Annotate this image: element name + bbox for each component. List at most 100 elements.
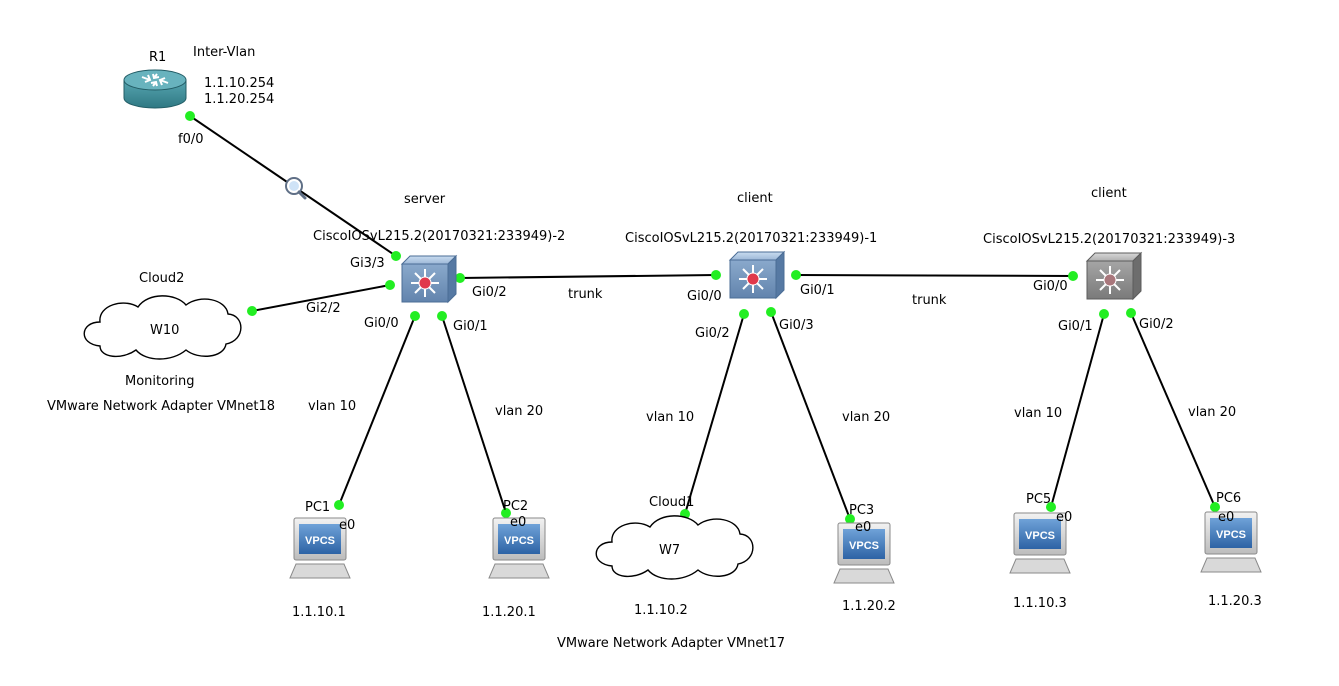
cloud1-adapter: VMware Network Adapter VMnet17	[557, 636, 785, 651]
router-r1[interactable]: R1	[123, 50, 187, 109]
vpcs-computer-icon: VPCS	[1009, 512, 1071, 574]
port-dot	[247, 306, 257, 316]
router-name: R1	[149, 50, 166, 65]
port-dot	[711, 270, 721, 280]
port-label: Gi0/1	[800, 283, 835, 298]
links	[189, 115, 1216, 520]
port-dot	[1099, 309, 1109, 319]
cloud2-name: Cloud2	[139, 271, 184, 286]
port-label: Gi0/0	[687, 289, 722, 304]
port-dot	[845, 514, 855, 524]
switch-client1-role: client	[737, 191, 773, 206]
link-server-pc2[interactable]	[441, 315, 507, 514]
switch-client1[interactable]	[728, 250, 786, 300]
pc6-ip: 1.1.20.3	[1208, 594, 1262, 609]
vlan-label: vlan 20	[842, 410, 890, 425]
pc1[interactable]: VPCS	[289, 517, 351, 579]
pc1-ip: 1.1.10.1	[292, 605, 346, 620]
cloud1[interactable]: W7	[595, 515, 754, 580]
vpcs-computer-icon: VPCS	[1200, 511, 1262, 573]
cloud-icon	[83, 295, 242, 360]
cloud1-ip: 1.1.10.2	[634, 603, 688, 618]
pc2-name: PC2	[503, 499, 528, 514]
port-dot	[410, 311, 420, 321]
port-dot	[1210, 502, 1220, 512]
port-dot	[1046, 502, 1056, 512]
port-label: Gi2/2	[306, 301, 341, 316]
port-dot	[1068, 271, 1078, 281]
link-cloud2-server[interactable]	[251, 284, 391, 312]
pc5-ip: 1.1.10.3	[1013, 596, 1067, 611]
pc5[interactable]: VPCS	[1009, 512, 1071, 574]
cloud1-name: Cloud1	[649, 495, 694, 510]
switch-client3[interactable]	[1085, 251, 1143, 301]
port-label: Gi0/2	[1139, 317, 1174, 332]
port-dot	[437, 311, 447, 321]
multilayer-switch-icon	[400, 254, 458, 304]
pc6[interactable]: VPCS	[1200, 511, 1262, 573]
vpcs-screen-text: VPCS	[1025, 530, 1055, 542]
pc1-name: PC1	[305, 500, 330, 515]
pc3-port: e0	[855, 520, 871, 535]
router-icon	[123, 69, 187, 109]
cloud2-adapter: VMware Network Adapter VMnet18	[47, 399, 275, 414]
cloud2-note: Monitoring	[125, 374, 195, 389]
port-dots	[185, 111, 1220, 524]
vlan-label: vlan 10	[1014, 406, 1062, 421]
vpcs-screen-text: VPCS	[504, 535, 534, 547]
pc2[interactable]: VPCS	[488, 517, 550, 579]
router-note: Inter-Vlan	[193, 45, 255, 60]
port-label: Gi0/1	[1058, 319, 1093, 334]
trunk-label: trunk	[912, 293, 947, 308]
port-dot	[455, 273, 465, 283]
vpcs-computer-icon: VPCS	[488, 517, 550, 579]
link-client3-pc5[interactable]	[1050, 313, 1105, 508]
port-label: Gi0/2	[695, 326, 730, 341]
router-ip-vlan20: 1.1.20.254	[204, 92, 274, 107]
pc1-port: e0	[339, 518, 355, 533]
switch-client3-role: client	[1091, 186, 1127, 201]
port-dot	[334, 500, 344, 510]
port-dot	[739, 309, 749, 319]
link-client1-client3[interactable]	[795, 274, 1074, 277]
port-dot	[1126, 308, 1136, 318]
pc6-name: PC6	[1216, 491, 1241, 506]
pc2-port: e0	[510, 515, 526, 530]
vpcs-screen-text: VPCS	[849, 540, 879, 552]
vpcs-computer-icon: VPCS	[833, 522, 895, 584]
port-dot	[185, 111, 195, 121]
switch-client1-name: CiscoIOSvL215.2(20170321:233949)-1	[625, 231, 877, 246]
vpcs-computer-icon: VPCS	[289, 517, 351, 579]
port-dot	[766, 307, 776, 317]
switch-server-name: CiscoIOSvL215.2(20170321:233949)-2	[313, 229, 565, 244]
port-dot	[391, 251, 401, 261]
link-client1-pc3[interactable]	[770, 311, 851, 520]
link-client3-pc6[interactable]	[1130, 312, 1216, 508]
switch-client3-name: CiscoIOSvL215.2(20170321:233949)-3	[983, 232, 1235, 247]
port-dot	[791, 270, 801, 280]
magnifier-icon[interactable]	[285, 177, 307, 200]
router-port-label: f0/0	[178, 132, 204, 147]
pc5-name: PC5	[1026, 492, 1051, 507]
switch-server[interactable]	[400, 254, 458, 304]
vlan-label: vlan 10	[308, 399, 356, 414]
link-server-client1[interactable]	[459, 274, 717, 279]
vlan-label: vlan 20	[495, 404, 543, 419]
cloud2[interactable]: W10	[83, 295, 242, 360]
port-dot	[501, 508, 511, 518]
pc5-port: e0	[1056, 510, 1072, 525]
switch-server-role: server	[404, 192, 446, 207]
port-dot	[385, 280, 395, 290]
pc3-ip: 1.1.20.2	[842, 599, 896, 614]
link-client1-cloud1[interactable]	[684, 313, 745, 515]
link-server-pc1[interactable]	[338, 315, 416, 506]
pc3[interactable]: VPCS	[833, 522, 895, 584]
vpcs-screen-text: VPCS	[305, 535, 335, 547]
multilayer-switch-icon	[1085, 251, 1143, 301]
port-label: Gi0/1	[453, 319, 488, 334]
multilayer-switch-icon	[728, 250, 786, 300]
port-label: Gi0/0	[1033, 279, 1068, 294]
cloud-icon	[595, 515, 754, 580]
